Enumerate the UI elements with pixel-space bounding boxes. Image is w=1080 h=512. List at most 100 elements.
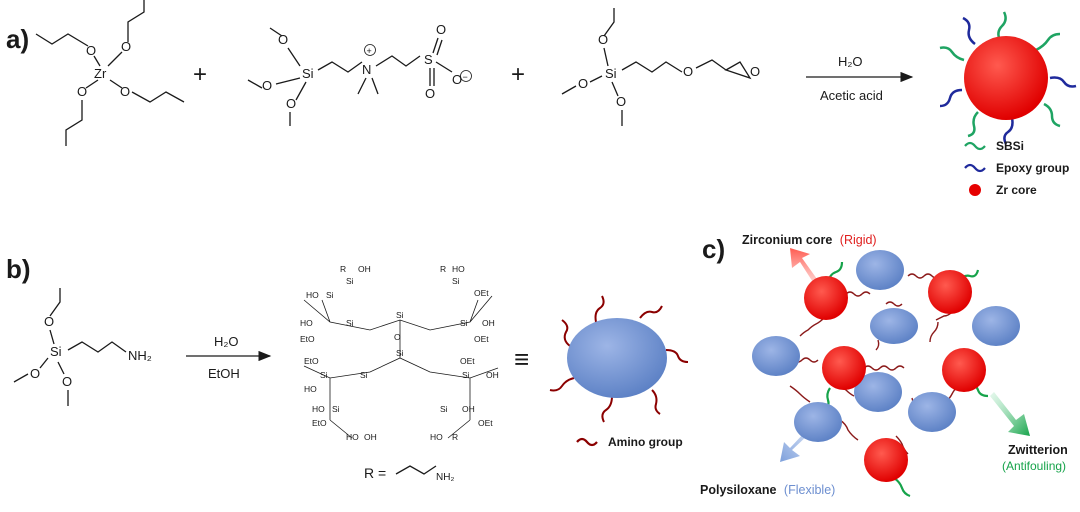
oet-group: OEt bbox=[478, 418, 493, 428]
zirconium-cores bbox=[804, 270, 986, 482]
o-atom: O bbox=[262, 78, 272, 93]
si-atom: Si bbox=[396, 348, 404, 358]
si-atom: Si bbox=[605, 66, 617, 81]
n-atom: N bbox=[362, 62, 371, 77]
o-atom: O bbox=[30, 366, 40, 381]
o-atom: O bbox=[77, 84, 87, 99]
polysiloxane-property: (Flexible) bbox=[784, 483, 835, 497]
ho-group: HO bbox=[312, 404, 325, 414]
panel-c-label: c) bbox=[702, 234, 725, 264]
si-atom: Si bbox=[326, 290, 334, 300]
oet-group: OEt bbox=[474, 288, 489, 298]
amino-silica-particle bbox=[549, 295, 689, 423]
oh-group: OH bbox=[482, 318, 495, 328]
reaction-solvent-b: EtOH bbox=[208, 366, 240, 381]
reaction-reagent: H₂O bbox=[838, 54, 863, 69]
o-atom: O bbox=[62, 374, 72, 389]
o-atom: O bbox=[286, 96, 296, 111]
si-atom: Si bbox=[50, 344, 62, 359]
o-atom: O bbox=[683, 64, 693, 79]
legend-sbsi: SBSi bbox=[996, 139, 1024, 153]
oet-group: OEt bbox=[460, 356, 475, 366]
ho-group: HO bbox=[430, 432, 443, 442]
legend-amino: Amino group bbox=[608, 435, 683, 449]
legend-epoxy: Epoxy group bbox=[996, 161, 1069, 175]
o-atom: O bbox=[86, 43, 96, 58]
o-atom: O bbox=[278, 32, 288, 47]
legend-a: SBSi Epoxy group Zr core bbox=[964, 139, 1069, 197]
o-atom: O bbox=[425, 86, 435, 101]
legend-zr-core: Zr core bbox=[996, 183, 1037, 197]
epoxy-legend-icon bbox=[964, 163, 986, 173]
zr-core-text: Zirconium core bbox=[742, 233, 832, 247]
zr-core-product bbox=[939, 11, 1077, 145]
plus-charge: + bbox=[367, 46, 372, 56]
minus-charge: − bbox=[463, 72, 468, 82]
si-atom: Si bbox=[396, 310, 404, 320]
amino-legend-icon bbox=[576, 437, 598, 447]
label-polysiloxane: Polysiloxane (Flexible) bbox=[700, 483, 835, 497]
reaction-catalyst: Acetic acid bbox=[820, 88, 883, 103]
plus-sign: + bbox=[511, 61, 525, 88]
o-atom: O bbox=[120, 84, 130, 99]
oh-group: OH bbox=[486, 370, 499, 380]
si-atom: Si bbox=[440, 404, 448, 414]
si-atom: Si bbox=[320, 370, 328, 380]
oh-group: OH bbox=[358, 264, 371, 274]
si-atom: Si bbox=[360, 370, 368, 380]
label-zwitterion: Zwitterion bbox=[1008, 443, 1068, 457]
zr-core-legend-icon bbox=[969, 184, 981, 196]
nh2-group: NH₂ bbox=[436, 472, 454, 483]
reaction-reagent-b: H₂O bbox=[214, 334, 239, 349]
zirconium-propoxide: Zr O O O O bbox=[35, 0, 185, 146]
panel-a-label: a) bbox=[6, 24, 29, 54]
ho-group: HO bbox=[346, 432, 359, 442]
si-atom: Si bbox=[460, 318, 468, 328]
equivalence-sign: ≡ bbox=[514, 344, 529, 374]
oh-group: OH bbox=[462, 404, 475, 414]
si-atom: Si bbox=[346, 276, 354, 286]
ho-group: HO bbox=[452, 264, 465, 274]
si-atom: Si bbox=[452, 276, 460, 286]
ho-group: HO bbox=[300, 318, 313, 328]
plus-sign: + bbox=[193, 61, 207, 88]
o-atom: O bbox=[578, 76, 588, 91]
sulfobetaine-silane: Si O O O N + S O O O − bbox=[247, 22, 472, 126]
panel-b-label: b) bbox=[6, 254, 31, 284]
ho-group: HO bbox=[304, 384, 317, 394]
antifouling-arrow bbox=[990, 392, 1030, 436]
polysiloxane-structure: R OH Si HO Si HO Si EtO Si Si O R HO Si … bbox=[300, 264, 499, 442]
aminopropyl-silane: Si O O O NH₂ bbox=[13, 288, 152, 406]
si-atom: Si bbox=[332, 404, 340, 414]
si-atom: Si bbox=[302, 66, 314, 81]
eto-group: EtO bbox=[304, 356, 319, 366]
r-group: R bbox=[452, 432, 458, 442]
label-zwitterion-property: (Antifouling) bbox=[1002, 459, 1066, 473]
r-group: R bbox=[340, 264, 346, 274]
zr-atom: Zr bbox=[94, 66, 107, 81]
o-atom: O bbox=[121, 39, 131, 54]
polysiloxane-text: Polysiloxane bbox=[700, 483, 776, 497]
o-atom: O bbox=[616, 94, 626, 109]
o-atom: O bbox=[750, 64, 760, 79]
label-zirconium-core: Zirconium core (Rigid) bbox=[742, 233, 877, 247]
sbsi-legend-icon bbox=[964, 141, 986, 151]
s-atom: S bbox=[424, 52, 433, 67]
o-atom: O bbox=[394, 332, 401, 342]
ho-group: HO bbox=[306, 290, 319, 300]
o-atom: O bbox=[452, 72, 462, 87]
epoxy-silane: Si O O O O O bbox=[561, 8, 760, 126]
o-atom: O bbox=[598, 32, 608, 47]
polysiloxane-particles bbox=[752, 250, 1020, 442]
r-group: R bbox=[440, 264, 446, 274]
r-definition: R = bbox=[364, 465, 386, 481]
nh2-group: NH₂ bbox=[128, 348, 152, 363]
eto-group: EtO bbox=[312, 418, 327, 428]
o-atom: O bbox=[44, 314, 54, 329]
zr-core-property: (Rigid) bbox=[840, 233, 877, 247]
oh-group: OH bbox=[364, 432, 377, 442]
si-atom: Si bbox=[462, 370, 470, 380]
oet-group: OEt bbox=[474, 334, 489, 344]
o-atom: O bbox=[436, 22, 446, 37]
